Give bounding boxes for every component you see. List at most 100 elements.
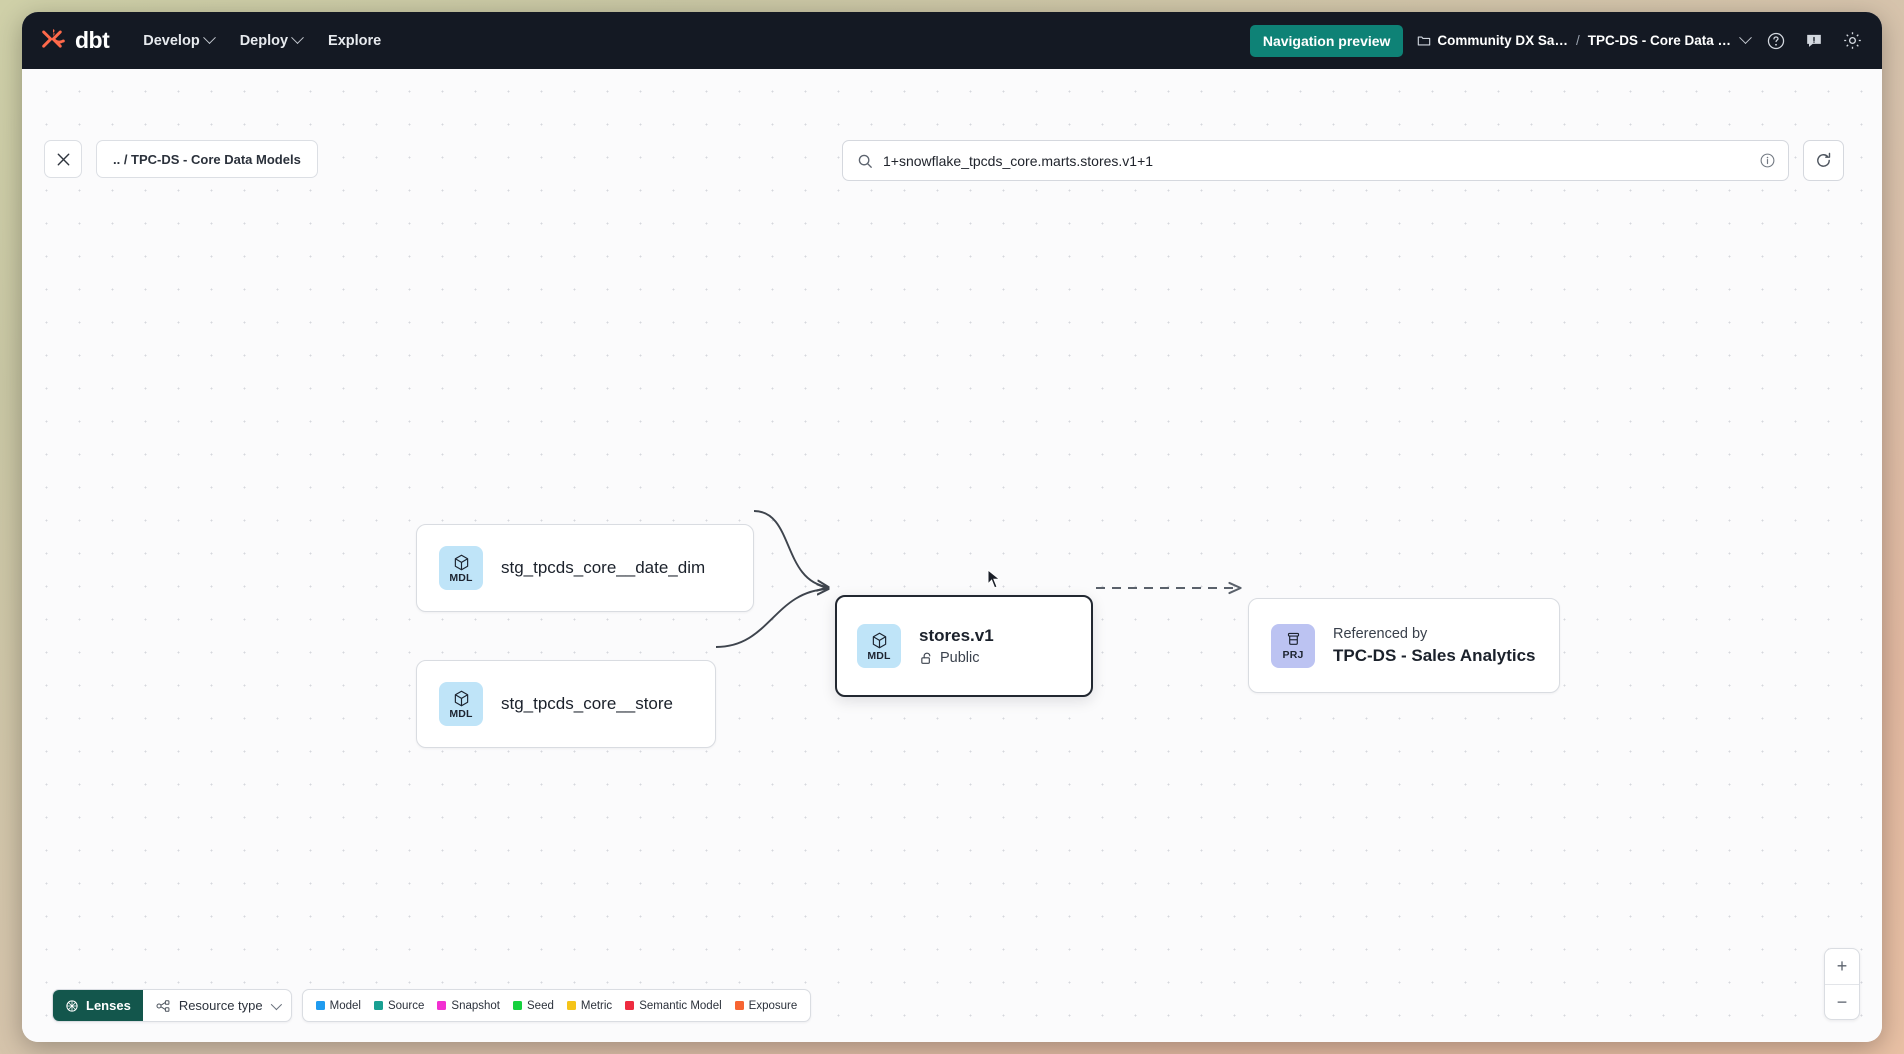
nav-link-develop[interactable]: Develop — [143, 31, 216, 49]
legend-label: Snapshot — [451, 999, 501, 1012]
bottom-controls: Lenses Resource type — [52, 989, 812, 1022]
graph-node-tpcds-sales-analytics[interactable]: PRJ Referenced by TPC-DS - Sales Analyti… — [1248, 598, 1560, 693]
search-icon — [858, 154, 872, 168]
nodes-icon — [156, 999, 170, 1012]
zoom-out-button[interactable]: − — [1825, 984, 1859, 1019]
cube-icon — [454, 690, 468, 707]
lenses-control-group: Lenses Resource type — [52, 989, 292, 1022]
edge-store-to-stores — [715, 589, 828, 648]
lenses-label: Lenses — [86, 998, 131, 1013]
node-title: stores.v1 — [919, 626, 994, 645]
legend-swatch — [734, 1001, 744, 1010]
node-badge-label: MDL — [867, 649, 891, 662]
node-title: TPC-DS - Sales Analytics — [1333, 645, 1536, 665]
lineage-graph-canvas[interactable]: .. / TPC-DS - Core Data Models — [22, 69, 1882, 1042]
legend-item-exposure: Exposure — [734, 999, 798, 1012]
graph-node-stg-tpcds-core-store[interactable]: MDL stg_tpcds_core__store — [416, 660, 716, 748]
node-body: stores.v1 Public — [919, 626, 994, 666]
node-badge-label: PRJ — [1282, 649, 1304, 662]
legend-item-source: Source — [373, 999, 425, 1012]
resource-type-label: Resource type — [178, 998, 263, 1013]
close-icon — [57, 153, 69, 165]
nav-link-explore[interactable]: Explore — [328, 33, 381, 49]
graph-edges — [715, 510, 1882, 648]
unlock-icon — [921, 652, 931, 664]
breadcrumb-account-label: Community DX Sa… — [1437, 33, 1568, 48]
node-badge-mdl: MDL — [857, 624, 901, 668]
node-body: Referenced by TPC-DS - Sales Analytics — [1333, 626, 1536, 666]
feedback-chat-icon — [1807, 34, 1821, 47]
legend-label: Model — [329, 999, 361, 1012]
lenses-button[interactable]: Lenses — [53, 990, 143, 1021]
legend-item-semantic-model: Semantic Model — [625, 999, 722, 1012]
lens-icon — [66, 999, 78, 1012]
dbt-logo-icon — [42, 28, 65, 48]
chevron-down-icon — [202, 31, 216, 45]
legend-label: Exposure — [748, 999, 798, 1012]
legend-swatch — [315, 1001, 325, 1010]
legend-label: Metric — [580, 999, 613, 1012]
project-icon — [1287, 633, 1299, 646]
search-box[interactable] — [842, 140, 1789, 181]
refresh-button[interactable] — [1803, 140, 1844, 181]
node-title: stg_tpcds_core__date_dim — [501, 558, 706, 577]
project-breadcrumb-pill[interactable]: .. / TPC-DS - Core Data Models — [96, 140, 318, 178]
legend-item-model: Model — [315, 999, 361, 1012]
resource-type-dropdown[interactable]: Resource type — [143, 990, 291, 1021]
legend-item-seed: Seed — [513, 1000, 554, 1012]
app-window: dbt Develop Deploy Explore Navigation pr… — [22, 12, 1882, 1042]
chevron-down-icon — [1739, 31, 1752, 45]
zoom-controls: + − — [1824, 948, 1860, 1020]
resource-type-legend: Model Source Snapshot Seed — [301, 989, 812, 1022]
breadcrumb-account[interactable]: Community DX Sa… — [1417, 33, 1568, 48]
node-badge-label: MDL — [449, 707, 473, 720]
folder-icon — [1418, 35, 1431, 46]
feedback-button[interactable] — [1802, 29, 1826, 53]
graph-node-stg-tpcds-core-date-dim[interactable]: MDL stg_tpcds_core__date_dim — [416, 524, 754, 612]
legend-label: Seed — [527, 999, 554, 1012]
breadcrumb-project-label: TPC-DS - Core Data … — [1587, 33, 1731, 48]
cube-icon — [872, 632, 886, 649]
brand-name: dbt — [75, 27, 110, 53]
info-circle-icon[interactable] — [1759, 152, 1776, 169]
dbt-brand[interactable]: dbt — [38, 26, 110, 56]
node-access-row: Public — [919, 650, 994, 666]
search-area — [842, 140, 1844, 181]
node-title: stg_tpcds_core__store — [501, 694, 673, 713]
nav-link-explore-label: Explore — [328, 32, 382, 49]
legend-swatch — [625, 1001, 635, 1010]
chevron-down-icon — [270, 998, 282, 1010]
node-badge-mdl: MDL — [439, 682, 483, 726]
node-body: stg_tpcds_core__date_dim — [501, 558, 705, 578]
node-badge-mdl: MDL — [439, 546, 483, 590]
close-graph-button[interactable] — [44, 140, 82, 178]
legend-swatch — [373, 1001, 383, 1010]
search-input[interactable] — [883, 152, 1749, 169]
help-circle-icon — [1767, 32, 1785, 49]
graph-node-stores-v1[interactable]: MDL stores.v1 Public — [835, 595, 1093, 697]
gear-icon — [1843, 32, 1861, 49]
legend-item-snapshot: Snapshot — [437, 1000, 500, 1012]
legend-label: Semantic Model — [639, 999, 722, 1012]
nav-link-deploy-label: Deploy — [239, 32, 289, 49]
breadcrumb-project[interactable]: TPC-DS - Core Data … — [1587, 31, 1752, 48]
nav-link-develop-label: Develop — [143, 32, 200, 49]
nav-link-deploy[interactable]: Deploy — [239, 31, 304, 49]
node-access-label: Public — [940, 650, 980, 666]
zoom-in-button[interactable]: + — [1836, 956, 1848, 976]
node-badge-label: MDL — [449, 571, 473, 584]
node-badge-prj: PRJ — [1271, 623, 1315, 668]
legend-swatch — [513, 1001, 523, 1010]
nav-right-cluster: Navigation preview Community DX Sa… / TP… — [1249, 24, 1864, 57]
breadcrumb: Community DX Sa… / TPC-DS - Core Data … — [1417, 31, 1752, 48]
settings-button[interactable] — [1840, 29, 1864, 53]
legend-item-metric: Metric — [566, 999, 613, 1012]
primary-nav-links: Develop Deploy Explore — [143, 31, 381, 49]
navigation-preview-button[interactable]: Navigation preview — [1249, 24, 1404, 57]
top-navigation-bar: dbt Develop Deploy Explore Navigation pr… — [22, 12, 1882, 69]
breadcrumb-separator: / — [1575, 33, 1580, 48]
help-button[interactable] — [1764, 29, 1788, 53]
legend-label: Source — [387, 999, 425, 1012]
edge-date-dim-to-stores — [753, 510, 828, 587]
